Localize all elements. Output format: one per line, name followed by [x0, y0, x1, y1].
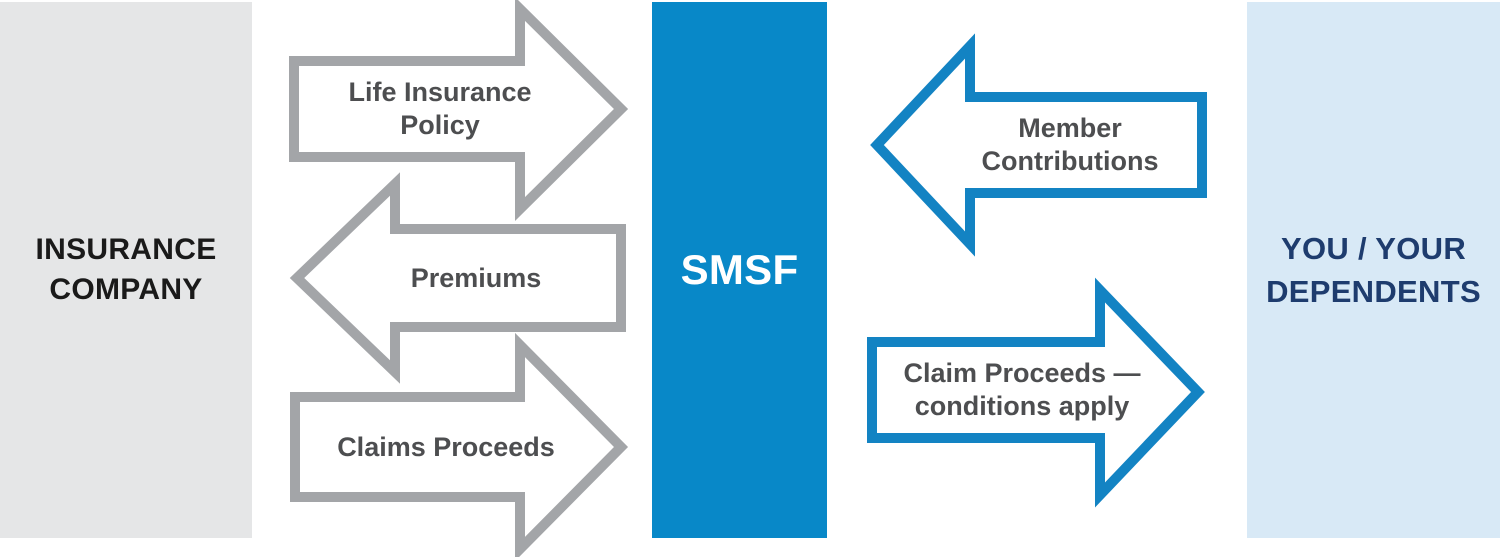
claims-proceeds-arrow: [290, 332, 629, 557]
member-contributions-arrow: [870, 33, 1207, 257]
premiums-arrow: [289, 172, 626, 384]
smsf-label: SMSF: [680, 246, 799, 293]
you-your-dependents-block: YOU / YOUR DEPENDENTS: [1247, 2, 1500, 538]
claim-proceeds-conditions-arrow: [867, 277, 1205, 508]
life-insurance-policy-arrow: [289, 0, 629, 221]
smsf-block: SMSF: [652, 2, 827, 538]
insurance-company-label: INSURANCE COMPANY: [35, 233, 217, 306]
insurance-company-block: INSURANCE COMPANY: [0, 2, 252, 538]
you-your-dependents-label: YOU / YOUR DEPENDENTS: [1266, 231, 1481, 309]
